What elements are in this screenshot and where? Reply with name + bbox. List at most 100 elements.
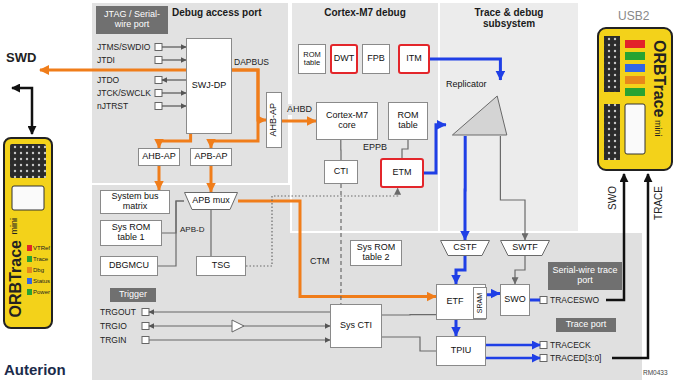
pin-pad	[155, 57, 162, 64]
pin-wire	[162, 92, 186, 93]
port-label: Trace port	[556, 318, 616, 332]
signal-label: TRACE	[653, 186, 665, 220]
bus-line	[210, 210, 211, 256]
led-label: Trace	[33, 256, 48, 263]
region-panel	[440, 3, 578, 231]
node-text: CSTF	[453, 243, 477, 253]
mux-trapezoid: APB mux	[184, 192, 238, 210]
probe-chip	[625, 64, 645, 72]
node-text: APB-AP	[194, 152, 227, 162]
bus-label: DAPBUS	[234, 57, 269, 67]
probe-led	[27, 267, 32, 273]
access-port-box: AHB-AP	[266, 92, 282, 148]
port-label: JTAG / Serial-wire port	[96, 6, 168, 34]
debug-path	[210, 166, 213, 192]
node-text: ROM table	[301, 51, 323, 68]
probe-header	[604, 36, 620, 92]
pin-wire	[162, 105, 186, 106]
pin-pad	[142, 309, 149, 316]
bus-line	[340, 184, 341, 304]
swo-box: SWO	[500, 284, 530, 316]
probe-header-pins	[604, 36, 620, 92]
region-panel	[92, 3, 288, 183]
probe-led	[27, 278, 32, 284]
panel-group	[92, 3, 578, 231]
node-text: TSG	[212, 261, 231, 271]
cti-box: CTI	[324, 160, 358, 184]
probe-body	[598, 28, 672, 170]
debug-path	[238, 201, 436, 297]
trace-path	[456, 256, 465, 284]
trace-wire	[486, 344, 540, 347]
bus-label: CTM	[309, 256, 331, 267]
node-text: ROM table	[391, 111, 425, 131]
bus-label: AHBD	[286, 104, 313, 115]
timestamp-box: TSG	[196, 256, 246, 276]
debug-path	[159, 134, 191, 148]
probe-header	[604, 104, 620, 160]
node-text: Sys ROM table 2	[353, 243, 399, 263]
signal-label: SWO	[607, 186, 619, 210]
trigger-wire	[149, 312, 330, 313]
probe-chip	[625, 88, 645, 96]
shape-outline	[441, 241, 490, 256]
pin-wire	[162, 79, 186, 80]
trace-path	[486, 294, 500, 295]
pin-name: TRACED[3:0]	[550, 353, 602, 363]
bus-label: EPPB	[362, 142, 388, 153]
port-label: Trigger	[110, 288, 156, 302]
node-text: Replicator	[446, 80, 487, 90]
pin-pad	[155, 77, 162, 84]
node-text: Serial-wire trace port	[550, 266, 620, 286]
pin-name: TRACECK	[550, 340, 591, 350]
cpu-core-box: Cortex-M7 core	[316, 102, 378, 140]
interface-label: USB2	[618, 9, 649, 23]
device-name: mini	[652, 120, 663, 137]
node-text: CTI	[334, 167, 349, 177]
debug-port-box: SWJ-DP	[186, 38, 232, 134]
fifo-box: ETF SRAM	[436, 284, 486, 320]
port-label: Serial-wire trace port	[548, 262, 622, 290]
device-name: ORBTrace	[6, 240, 25, 317]
access-port-box: AHB-AP	[138, 148, 180, 166]
pin-name: TRGIN	[100, 335, 126, 345]
node-text: AHB-AP	[269, 103, 279, 137]
region-panel	[292, 3, 438, 231]
node-text: SWO	[504, 295, 526, 305]
trace-wire	[530, 299, 540, 302]
node-text: Trigger	[119, 290, 147, 300]
region-panel: Cortex-M7 debugROM tableDWTFPBITMCortex-…	[292, 3, 438, 231]
funnel-trapezoid: CSTF	[440, 240, 490, 256]
node-text: Cortex-M7 core	[319, 111, 375, 131]
node-text: SWJ-DP	[192, 81, 227, 91]
node-text: FPB	[367, 54, 385, 64]
logo-text: Auterion	[4, 361, 66, 379]
shape-outline	[452, 96, 506, 135]
bus-line	[340, 140, 341, 160]
mcu-debug-box: DBGMCU	[100, 256, 158, 276]
bus-line	[382, 314, 436, 316]
debug-path	[232, 70, 266, 120]
probe-chip	[625, 52, 645, 60]
document-ref: RM0433	[643, 369, 668, 377]
pin-name: TRACESWO	[550, 295, 599, 305]
bus-line	[515, 256, 525, 284]
trigger-wire	[149, 340, 330, 341]
debug-path	[40, 69, 186, 72]
probe-header	[10, 144, 46, 178]
node-text: SRAM	[476, 293, 484, 313]
pin-name: JTDI	[97, 55, 115, 65]
device-name: ORBTrace	[650, 40, 669, 117]
interface-label: SWD	[6, 50, 36, 66]
probe-header-pins	[604, 104, 620, 160]
node-text: ETF	[447, 297, 464, 307]
trace-path	[464, 136, 467, 240]
trace-source-box: ITM	[398, 44, 430, 74]
pin-pad	[142, 337, 149, 344]
node-text: SWTF	[512, 243, 538, 253]
pin-wire	[162, 46, 186, 47]
probe-chip	[625, 76, 645, 84]
bus-line	[402, 140, 408, 158]
probe-led	[27, 256, 32, 262]
pin-pad	[540, 297, 547, 304]
